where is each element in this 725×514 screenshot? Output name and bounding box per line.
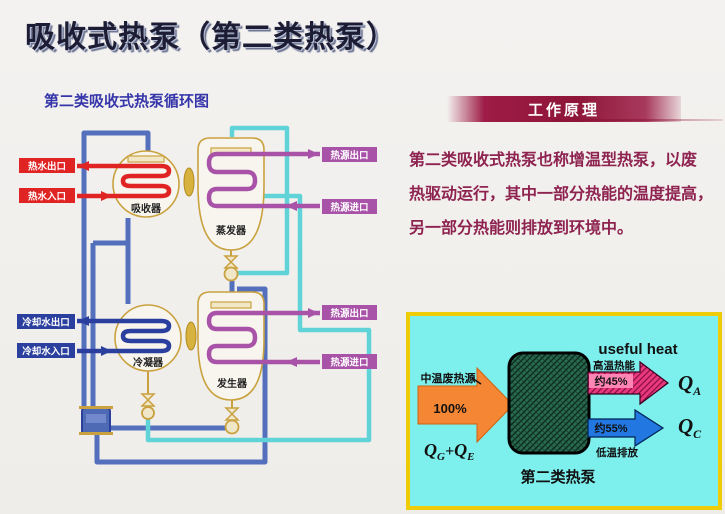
heat-source-outlet-bottom-box	[322, 305, 377, 320]
solution-pump-band-bottom	[79, 432, 113, 435]
heat-source-inlet-top-box	[322, 199, 377, 214]
energy-flow-panel: 中温废热源 100% QG+QE useful heat 高温热能 约45% Q…	[406, 312, 722, 510]
generator-label: 发生器	[216, 377, 248, 390]
heat-source-in-bottom-arrow	[286, 357, 297, 367]
energy-caption: 第二类热泵	[520, 468, 595, 486]
waste-heat-arrow	[417, 366, 514, 444]
absorber-spray-bar	[127, 155, 165, 163]
working-principle-text: 第二类吸收式热泵也称增温型热泵，以废 热驱动运行，其中一部分热能的温度提高， 另…	[409, 144, 724, 246]
working-principle-heading: 工作原理	[527, 101, 600, 119]
absorber-label: 吸收器	[131, 202, 162, 215]
solution-pump-band-top	[79, 406, 113, 409]
qc-label: QC	[678, 414, 702, 441]
heat-source-outlet-top-label: 热源出口	[330, 150, 368, 162]
blue-pipes	[81, 130, 268, 465]
generator-spray-bar	[210, 301, 252, 309]
high-pct-badge	[589, 374, 633, 388]
evaporator-valve-icon	[223, 255, 239, 269]
hot-water-inlet-box	[19, 188, 75, 203]
waste-heat-pointer-line	[471, 377, 482, 385]
solution-pump-inner	[86, 414, 106, 423]
qa-label: QA	[678, 371, 701, 398]
high-temp-label: 高温热能	[593, 359, 635, 372]
evaporator-pump-icon	[223, 266, 239, 282]
principle-line-3: 另一部分热能则排放到环境中。	[409, 220, 634, 237]
condenser-label: 冷凝器	[133, 356, 164, 369]
cooling-water-inlet-box	[17, 343, 75, 358]
banner-tail-line	[553, 119, 723, 121]
generator-coil	[206, 310, 320, 365]
condenser-valve-icon	[140, 393, 156, 407]
principle-line-1: 第二类吸收式热泵也称增温型热泵，以废	[409, 152, 698, 169]
cooling-water-outlet-box	[17, 314, 75, 329]
hot-water-outlet-label: 热水出口	[28, 161, 66, 173]
high-pct-label: 约45%	[594, 374, 627, 388]
heat-source-inlet-top-label: 热源进口	[330, 202, 368, 214]
heat-source-inlet-bottom-label: 热源进口	[330, 357, 368, 369]
hot-water-coil	[77, 163, 172, 199]
lower-spindle-valve	[185, 321, 197, 351]
heat-source-out-bottom-arrow	[308, 308, 319, 318]
input-percent: 100%	[433, 401, 467, 416]
low-temp-arrow	[587, 408, 665, 448]
cycle-diagram-title: 第二类吸收式热泵循环图	[44, 93, 210, 110]
heat-source-out-top-arrow	[308, 149, 319, 159]
condenser-pump-icon	[141, 406, 155, 420]
cyan-pipes	[145, 125, 372, 443]
principle-line-2: 热驱动运行，其中一部分热能的温度提高，	[409, 186, 714, 203]
evaporator-label: 蒸发器	[216, 224, 247, 237]
generator-valve-icon	[224, 407, 240, 421]
cycle-diagram: 吸收器 蒸发器 冷凝器 发生器 热水出口 热水入口 冷却水出口 冷却水入口 热源…	[17, 125, 377, 465]
low-pct-label: 约55%	[594, 421, 627, 435]
hot-water-in-arrow	[101, 191, 112, 201]
cooling-water-outlet-label: 冷却水出口	[22, 317, 70, 329]
hot-water-inlet-label: 热水入口	[28, 191, 66, 203]
hot-water-out-arrow	[78, 161, 89, 171]
heat-source-outlet-top-box	[322, 147, 377, 162]
energy-flow-diagram: 中温废热源 100% QG+QE useful heat 高温热能 约45% Q…	[417, 341, 702, 486]
evaporator-coil	[206, 151, 320, 209]
heat-source-outlet-bottom-label: 热源出口	[330, 308, 368, 320]
cooling-water-out-arrow	[78, 316, 89, 326]
upper-spindle-valve	[183, 167, 195, 197]
cooling-water-coil	[77, 318, 172, 354]
low-temp-label: 低温排放	[595, 446, 638, 459]
generator-pump-icon	[224, 419, 240, 435]
input-formula: QG+QE	[424, 440, 474, 463]
heat-source-in-top-arrow	[286, 201, 297, 211]
page-title: 吸收式热泵（第二类热泵）	[25, 21, 397, 54]
working-principle-banner: 工作原理	[447, 96, 681, 122]
heat-source-inlet-bottom-box	[322, 354, 377, 369]
cooling-water-in-arrow	[101, 346, 112, 356]
useful-heat-label: useful heat	[598, 341, 677, 358]
heat-pump-box	[507, 351, 591, 455]
evaporator-vessel	[197, 137, 265, 251]
hot-water-outlet-box	[19, 158, 75, 173]
waste-heat-label: 中温废热源	[421, 371, 476, 385]
cooling-water-inlet-label: 冷却水入口	[22, 346, 70, 358]
